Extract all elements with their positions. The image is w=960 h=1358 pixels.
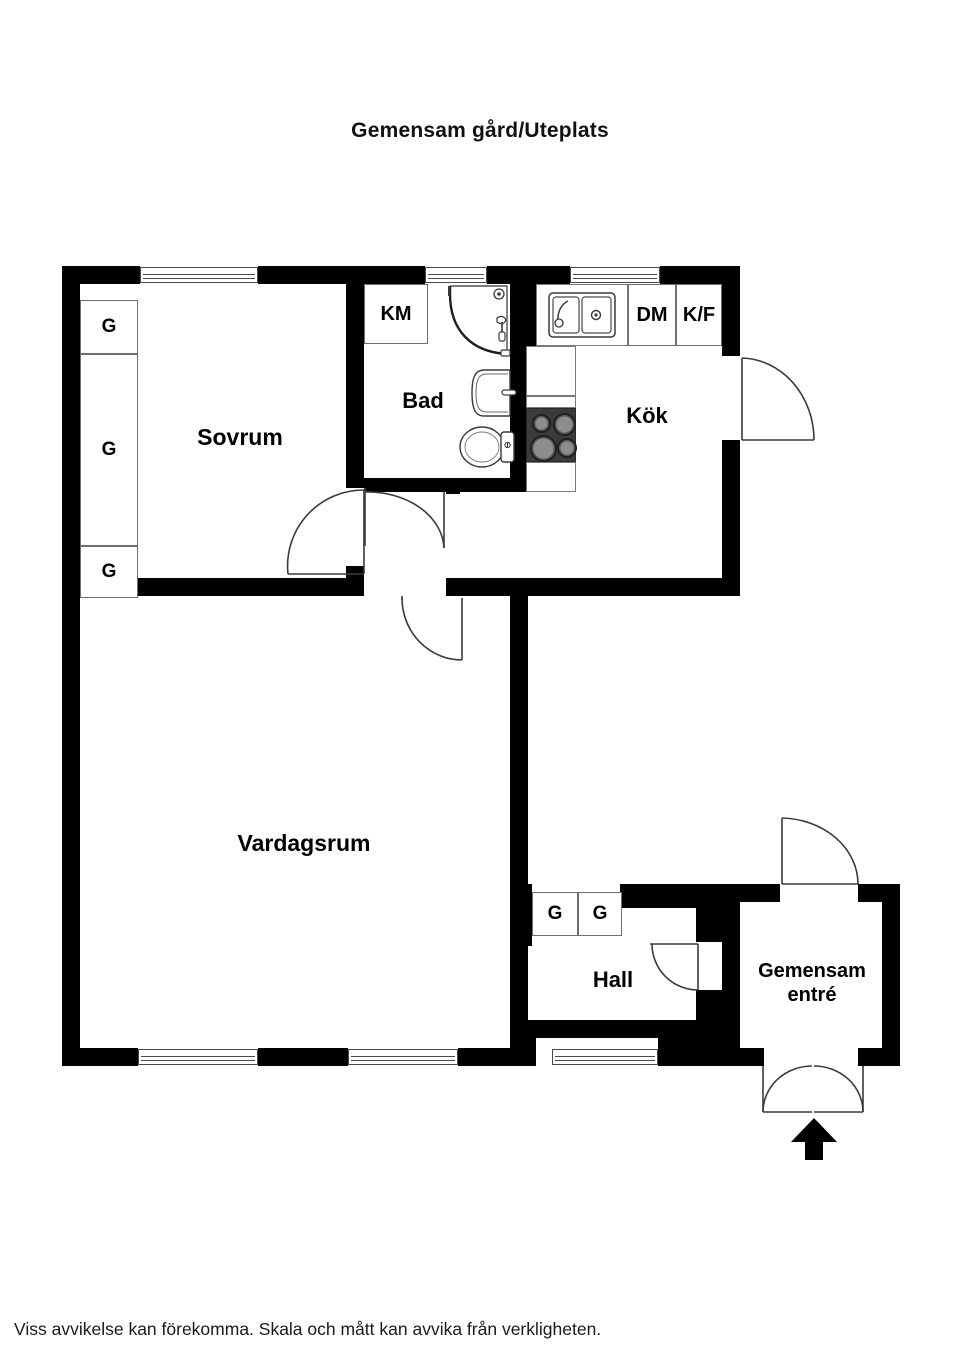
wall-south-b	[258, 1048, 348, 1066]
room-label-gemensam-entre: Gemensam entré	[744, 960, 880, 1007]
door-bad	[365, 490, 445, 549]
sovrum-closet-3: G	[80, 546, 138, 598]
wall-entre-east	[882, 884, 900, 1066]
sovrum-closet-2: G	[80, 354, 138, 546]
stove-icon	[526, 408, 577, 462]
page-title: Gemensam gård/Uteplats	[351, 119, 609, 142]
wall-bad-south	[446, 478, 526, 492]
window-hall-south	[552, 1049, 658, 1065]
room-label-kok: Kök	[626, 403, 668, 428]
wall-hall-north	[510, 884, 532, 946]
kitchen-counter-west-mid	[526, 396, 576, 408]
door-sovrum	[286, 489, 365, 575]
sovrum-closet-1: G	[80, 300, 138, 354]
hall-closet-2: G	[578, 892, 622, 936]
wall-kok-south	[510, 578, 740, 596]
closet-label: G	[101, 439, 117, 460]
appliance-label: KM	[380, 302, 412, 325]
wall-entre-south-left	[722, 1048, 764, 1066]
arrow-up-icon	[790, 1118, 838, 1165]
window-kok-north	[570, 267, 660, 283]
room-label-vardagsrum: Vardagsrum	[237, 830, 371, 856]
door-kok-exterior	[741, 357, 815, 441]
closet-label: G	[101, 561, 117, 582]
wall-north-a	[62, 266, 140, 284]
window-vardagsrum-south-left	[138, 1049, 258, 1065]
window-pane	[573, 273, 657, 279]
wall-hall-north-b	[620, 884, 722, 908]
appliance-label: K/F	[682, 303, 716, 326]
washing-machine-km: KM	[364, 284, 428, 344]
door-entre-north	[781, 817, 859, 885]
kitchen-counter-west-upper	[526, 346, 576, 396]
wall-north-b	[258, 266, 425, 284]
wall-north-d	[660, 266, 740, 284]
wall-sovrum-east-upper	[346, 266, 364, 488]
window-bad-north	[425, 267, 487, 283]
wall-south-c	[458, 1048, 510, 1066]
wall-east-kok-upper	[722, 266, 740, 356]
room-label-hall: Hall	[592, 967, 634, 992]
appliance-label: DM	[636, 303, 668, 326]
window-pane	[351, 1055, 455, 1061]
toilet-icon	[459, 424, 515, 470]
window-pane	[141, 1055, 255, 1061]
wall-east-kok-lower	[722, 440, 740, 592]
door-entrance-right	[813, 1065, 864, 1113]
window-sovrum-north	[140, 267, 258, 283]
stove-burner-3	[530, 435, 557, 462]
stove-burner-2	[553, 413, 576, 436]
wall-hall-south-c	[658, 1020, 696, 1066]
wall-north-c	[487, 266, 570, 284]
window-vardagsrum-south-right	[348, 1049, 458, 1065]
hall-closet-1: G	[532, 892, 578, 936]
wall-corridor-east	[510, 578, 528, 1048]
closet-label: G	[547, 903, 563, 924]
stove-burner-1	[532, 414, 551, 433]
window-pane	[143, 273, 255, 279]
room-label-line-2: entré	[787, 983, 837, 1006]
wall-kok-west	[526, 284, 536, 396]
sink-icon	[471, 368, 518, 418]
door-hall-entre	[650, 943, 699, 991]
door-bad-leaf	[364, 488, 366, 546]
wall-entre-south-right	[858, 1048, 900, 1066]
closet-label: G	[101, 316, 117, 337]
door-entrance-left	[762, 1065, 813, 1113]
wall-west	[62, 266, 80, 1066]
stove-burner-4	[557, 438, 577, 458]
wall-entre-notch-nw	[740, 884, 756, 898]
kitchen-sink-icon	[548, 292, 616, 338]
room-label-sovrum: Sovrum	[197, 424, 283, 450]
fridge-freezer-kf: K/F	[676, 284, 722, 346]
wall-hall-south-b	[536, 1020, 658, 1038]
kitchen-counter-west-lower	[526, 462, 576, 492]
wall-south-a	[62, 1048, 138, 1066]
room-label-bad: Bad	[402, 388, 444, 413]
dishwasher-dm: DM	[628, 284, 676, 346]
wall-bad-corridor	[446, 478, 460, 494]
wall-hall-entre-lower	[696, 990, 722, 1048]
disclaimer-text: Viss avvikelse kan förekomma. Skala och …	[14, 1319, 602, 1339]
door-vardagsrum	[401, 596, 463, 661]
wall-sovrum-bad-lintel	[364, 478, 448, 492]
closet-label: G	[592, 903, 608, 924]
wall-entre-west	[722, 884, 740, 1066]
wall-corridor-south-stub	[446, 578, 528, 596]
window-pane	[555, 1055, 655, 1061]
window-pane	[428, 273, 484, 279]
shower-icon	[447, 284, 513, 360]
room-label-line-1: Gemensam	[758, 960, 866, 982]
